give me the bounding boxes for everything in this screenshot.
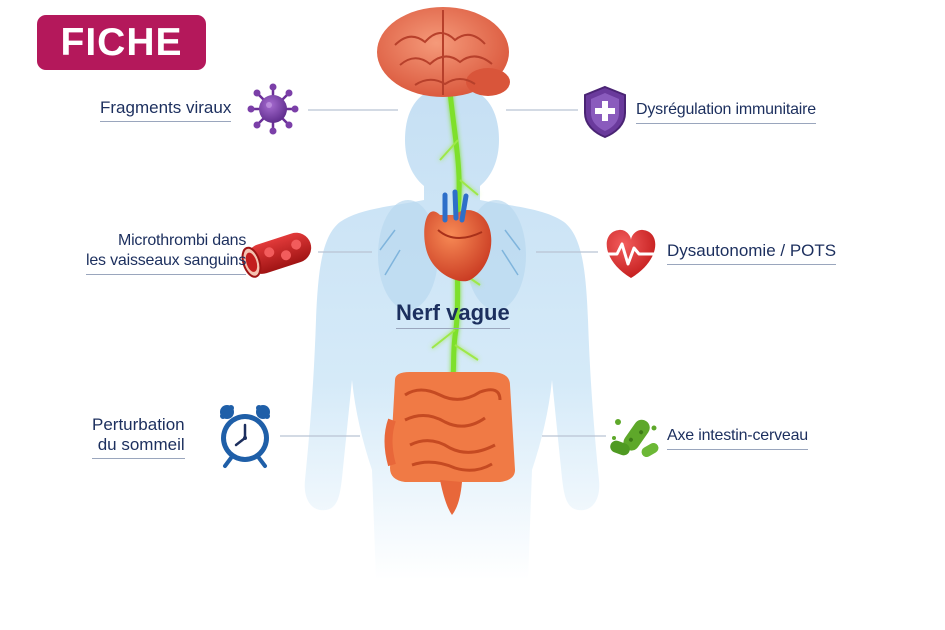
bacteria-icon — [610, 419, 659, 457]
intestines-illustration — [384, 372, 515, 515]
label-fragments-viraux: Fragments viraux — [100, 98, 232, 122]
label-dysregulation-immunitaire: Dysrégulation immunitaire — [636, 100, 816, 124]
label-axe-intestin-cerveau: Axe intestin-cerveau — [667, 426, 808, 450]
heart-illustration — [424, 189, 492, 282]
nerf-vague-label: Nerf vague — [396, 300, 510, 329]
label-dysautonomie: Dysautonomie / POTS — [667, 241, 837, 265]
label-perturbation-line1: Perturbation — [92, 415, 185, 434]
label-microthrombi: Microthrombi dans les vaisseaux sanguins — [86, 231, 246, 275]
shield-plus-icon — [584, 85, 626, 139]
brain-illustration — [377, 7, 510, 97]
body-silhouette — [304, 88, 600, 580]
blood-vessel-icon — [241, 232, 312, 278]
label-microthrombi-line1: Microthrombi dans — [117, 232, 247, 249]
label-perturbation-sommeil: Perturbation du sommeil — [92, 415, 185, 459]
label-microthrombi-line2: les vaisseaux sanguins — [86, 252, 247, 269]
virus-icon — [247, 83, 299, 135]
fiche-badge: FICHE — [37, 15, 206, 70]
heart-ecg-icon — [603, 229, 659, 278]
connector-lines — [280, 109, 606, 437]
label-perturbation-line2: du sommeil — [97, 435, 185, 454]
alarm-clock-icon — [220, 405, 270, 468]
